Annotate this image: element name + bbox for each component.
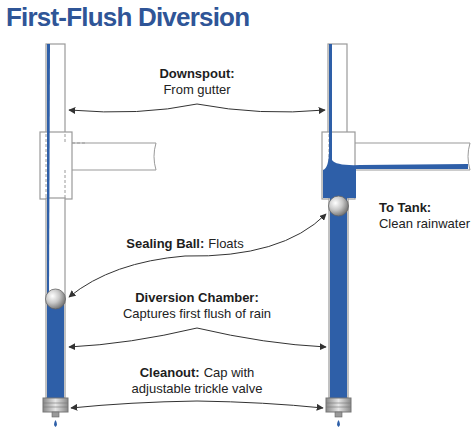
part-name: Cleanout: bbox=[140, 365, 200, 380]
part-name: To Tank: bbox=[379, 200, 431, 215]
label-line: Clean rainwater bbox=[379, 216, 470, 232]
label-line: Downspout: bbox=[159, 66, 234, 82]
label-group: Downspout:From gutter bbox=[159, 66, 234, 98]
part-name: Downspout: bbox=[159, 66, 234, 81]
label-line: To Tank: bbox=[379, 200, 470, 216]
label-line: Sealing Ball: Floats bbox=[126, 236, 243, 252]
leader-arrows bbox=[69, 104, 326, 408]
part-name: Sealing Ball: bbox=[126, 236, 204, 251]
left-pipe bbox=[40, 44, 156, 427]
label-group: To Tank:Clean rainwater bbox=[379, 200, 470, 232]
part-note: Floats bbox=[208, 236, 243, 251]
label-group: Sealing Ball: Floats bbox=[126, 236, 243, 252]
label-line: Diversion Chamber: bbox=[123, 290, 271, 306]
part-note: Clean rainwater bbox=[379, 216, 470, 231]
part-note: From gutter bbox=[163, 82, 230, 97]
right-pipe bbox=[322, 44, 470, 427]
label-line: From gutter bbox=[159, 82, 234, 98]
part-note: Captures first flush of rain bbox=[123, 306, 271, 321]
label-group: Diversion Chamber:Captures first flush o… bbox=[123, 290, 271, 322]
part-name: Diversion Chamber: bbox=[135, 290, 259, 305]
title: First-Flush Diversion bbox=[6, 2, 249, 33]
label-group: Cleanout:Cap with adjustable trickle val… bbox=[117, 365, 277, 397]
label-line: Captures first flush of rain bbox=[123, 306, 271, 322]
